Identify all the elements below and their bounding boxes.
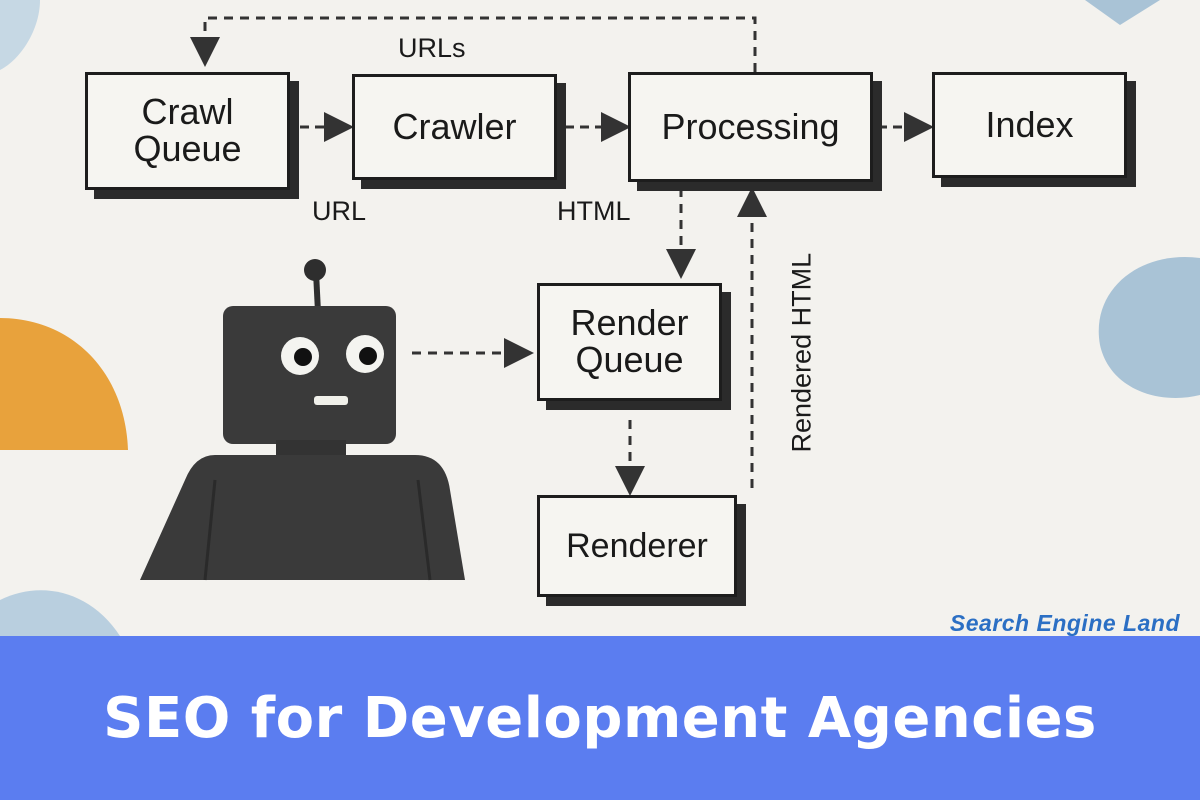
edge-label-html: HTML xyxy=(557,196,631,226)
decor-blue-shape-bottom-left xyxy=(0,590,120,636)
watermark: Search Engine Land xyxy=(949,610,1180,636)
diagram-svg xyxy=(0,0,1200,636)
decor-blue-shape-top-right xyxy=(1085,0,1160,25)
banner-title: SEO for Development Agencies xyxy=(103,685,1097,751)
diagram-area: Crawl Queue Crawler Processing Index Ren… xyxy=(0,0,1200,636)
robot-icon xyxy=(140,259,465,581)
decor-blue-shape-left xyxy=(0,0,40,70)
edge-processing-to-crawl-queue xyxy=(190,16,757,72)
decor-blue-shape-right xyxy=(1098,256,1200,398)
edge-label-url: URL xyxy=(312,196,367,226)
edge-label-urls: URLs xyxy=(398,33,466,63)
banner: SEO for Development Agencies xyxy=(0,636,1200,800)
node-crawler: Crawler xyxy=(352,74,557,180)
node-render-queue: Render Queue xyxy=(537,283,722,401)
node-renderer: Renderer xyxy=(537,495,737,597)
decor-orange-shape xyxy=(0,318,128,450)
edge-label-rendered-html: Rendered HTML xyxy=(786,252,817,453)
node-crawl-queue: Crawl Queue xyxy=(85,72,290,190)
node-processing: Processing xyxy=(628,72,873,182)
node-index: Index xyxy=(932,72,1127,178)
